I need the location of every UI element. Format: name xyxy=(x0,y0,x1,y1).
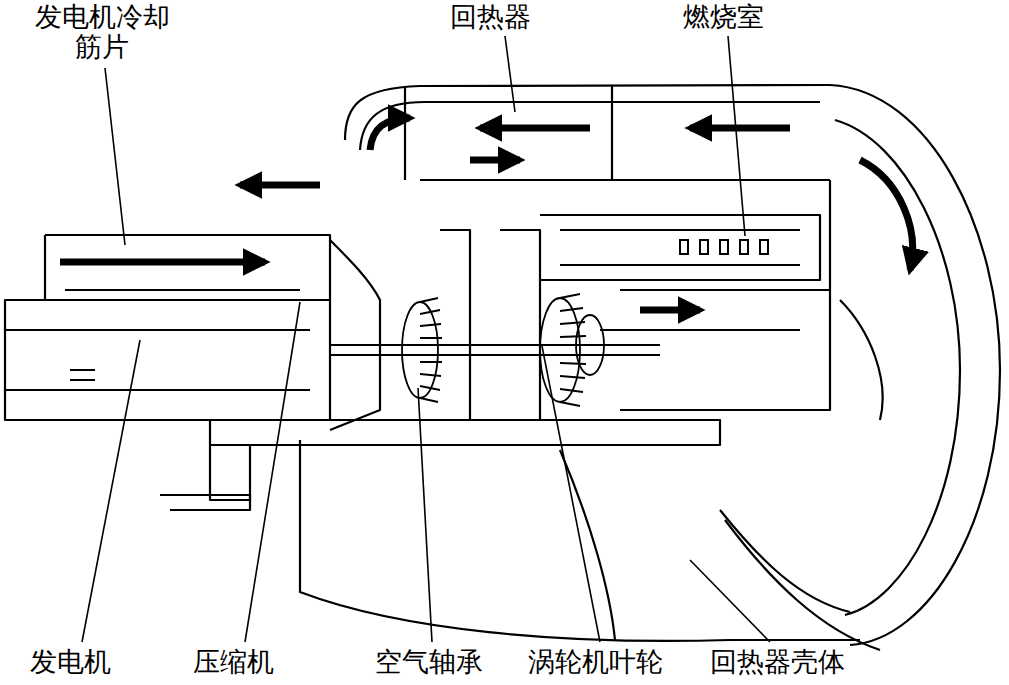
part-label: 回热器 xyxy=(450,2,531,32)
housing xyxy=(5,85,1000,650)
housing xyxy=(600,329,800,331)
combustor-holes xyxy=(720,240,728,254)
housing xyxy=(500,230,540,420)
flow-arrows xyxy=(370,118,410,150)
combustor-holes xyxy=(680,240,688,254)
flow-arrows xyxy=(640,307,700,314)
housing xyxy=(720,510,850,612)
compressor-wheel xyxy=(402,298,442,402)
part-label: 回热器壳体 xyxy=(710,647,845,677)
housing xyxy=(440,230,470,420)
combustor-holes xyxy=(760,240,768,254)
housing xyxy=(360,102,820,150)
flow-arrows xyxy=(240,182,320,189)
flow-arrows xyxy=(860,160,913,270)
combustor-holes xyxy=(740,240,748,254)
part-label: 涡轮机叶轮 xyxy=(528,647,663,677)
housing xyxy=(835,120,960,615)
housing xyxy=(210,445,250,500)
leader-lines xyxy=(245,302,300,642)
housing xyxy=(830,180,883,420)
leader-lines xyxy=(105,68,125,245)
part-label: 发电机 xyxy=(30,647,111,677)
housing xyxy=(160,495,250,510)
combustor-holes xyxy=(680,240,768,254)
housing xyxy=(830,85,1000,645)
housing xyxy=(330,240,380,430)
housing xyxy=(560,230,800,265)
housing xyxy=(405,86,612,180)
part-label: 压缩机 xyxy=(193,647,274,677)
flow-arrows xyxy=(60,118,913,310)
housing xyxy=(5,330,310,390)
housing xyxy=(620,290,830,410)
housing xyxy=(210,420,720,445)
part-label: 空气轴承 xyxy=(375,647,483,677)
housing xyxy=(65,290,300,380)
part-label: 发电机冷却 筋片 xyxy=(26,2,178,61)
housing xyxy=(540,215,820,280)
flow-arrows xyxy=(480,125,590,132)
turbine-wheel xyxy=(540,298,580,402)
compressor-wheel xyxy=(402,302,438,398)
turbine-wheel xyxy=(540,294,604,406)
leader-lines xyxy=(690,560,770,642)
housing xyxy=(725,520,880,650)
turbine-wheel xyxy=(560,294,586,406)
leader-lines xyxy=(82,36,770,642)
turbine-wheel xyxy=(576,315,604,375)
housing xyxy=(345,85,830,140)
flow-arrows xyxy=(470,157,520,164)
part-label: 燃烧室 xyxy=(683,2,764,32)
combustor-holes xyxy=(700,240,708,254)
housing xyxy=(420,179,830,181)
housing xyxy=(5,300,330,420)
flow-arrows xyxy=(690,125,790,132)
leader-lines xyxy=(728,36,745,236)
leader-lines xyxy=(505,36,515,112)
flow-arrows xyxy=(60,259,265,266)
leader-lines xyxy=(82,340,140,642)
leader-lines xyxy=(542,346,600,642)
leader-lines xyxy=(418,388,432,642)
compressor-wheel xyxy=(420,298,442,402)
